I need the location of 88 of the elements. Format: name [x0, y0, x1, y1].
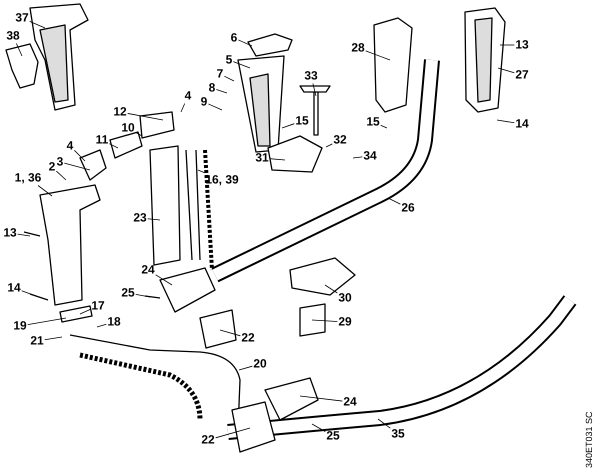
leader-line: [312, 320, 338, 322]
leader-line: [155, 274, 172, 286]
leader-line: [29, 20, 46, 28]
callout-number: 14: [515, 118, 529, 130]
leader-line: [378, 418, 391, 429]
callout-number: 4: [184, 90, 192, 102]
leader-line: [21, 290, 36, 296]
callout-number: 29: [338, 316, 352, 328]
leader-line: [215, 428, 250, 438]
leader-line: [135, 294, 150, 298]
callout-number: 7: [216, 68, 224, 80]
callout-number: 37: [15, 12, 29, 24]
leader-line: [224, 76, 234, 82]
callout-number: 31: [255, 152, 269, 164]
callout-number: 26: [401, 202, 415, 214]
callout-number: 11: [96, 134, 108, 146]
callout-number: 22: [201, 434, 215, 446]
leader-line: [232, 61, 250, 68]
callout-number: 12: [113, 106, 127, 118]
leader-line: [312, 83, 316, 96]
leader-line: [180, 103, 186, 112]
leader-line: [80, 309, 91, 314]
callout-number: 15: [366, 116, 380, 128]
callout-number: 5: [226, 54, 232, 66]
leader-line: [64, 162, 90, 170]
callout-number: 32: [333, 134, 347, 146]
leader-line: [135, 132, 142, 136]
leader-line: [44, 336, 62, 340]
callout-number: 6: [230, 32, 238, 44]
callout-number: 27: [515, 68, 529, 82]
leader-line: [300, 396, 343, 402]
leader-line: [108, 143, 118, 148]
callout-number: 22: [241, 332, 255, 344]
callout-number: 28: [351, 42, 365, 54]
callout-number: 3: [56, 156, 64, 168]
callout-number: 4: [66, 140, 74, 152]
callout-number: 34: [363, 150, 377, 162]
leader-line: [216, 89, 228, 94]
leader-line: [27, 318, 66, 326]
callout-number: 14: [7, 282, 21, 294]
leader-line: [326, 143, 333, 148]
callout-number: 10: [121, 122, 135, 134]
callout-number: 20: [253, 358, 267, 370]
callout-number: 8: [208, 82, 216, 94]
callout-number: 19: [13, 320, 27, 332]
leader-line: [38, 185, 52, 196]
callout-number: 1, 36: [14, 172, 42, 184]
leader-line: [198, 170, 205, 174]
leader-line: [269, 158, 286, 160]
leader-line: [388, 198, 401, 205]
leader-line: [352, 156, 363, 158]
callout-number: 13: [515, 38, 529, 52]
leader-line: [312, 424, 326, 432]
leader-line: [282, 123, 295, 128]
callout-number: 21: [30, 334, 44, 348]
callout-number: 2: [48, 160, 56, 174]
callout-number: 24: [141, 264, 155, 276]
leader-line: [220, 330, 241, 336]
callout-number: 30: [338, 292, 352, 304]
leader-line: [498, 68, 515, 74]
leader-line: [147, 218, 160, 220]
drawing-code: 340ET031 SC: [584, 411, 594, 468]
leader-line: [56, 170, 66, 180]
callout-number: 33: [304, 70, 318, 82]
callout-number: 23: [133, 212, 147, 224]
callout-number: 24: [343, 396, 357, 408]
leader-line: [365, 50, 390, 60]
leader-line: [127, 113, 164, 120]
leader-line: [74, 150, 86, 162]
callout-number: 38: [6, 30, 20, 42]
leader-line: [96, 324, 107, 328]
leader-line: [238, 366, 253, 370]
callout-number: 15: [295, 114, 309, 128]
callout-number: 13: [3, 226, 17, 240]
callout-number: 9: [200, 96, 208, 108]
leader-line: [238, 40, 252, 46]
callout-number: 35: [391, 428, 405, 440]
callout-number: 25: [121, 286, 135, 300]
callout-number: 18: [107, 316, 121, 328]
leader-line: [324, 284, 338, 294]
leader-line: [208, 104, 222, 110]
leader-line: [16, 43, 22, 56]
leader-line: [500, 44, 515, 46]
leader-line: [496, 120, 515, 124]
callout-number: 25: [326, 430, 340, 442]
leader-line: [380, 124, 388, 128]
leader-line: [17, 234, 30, 236]
callout-number: 17: [91, 300, 105, 312]
